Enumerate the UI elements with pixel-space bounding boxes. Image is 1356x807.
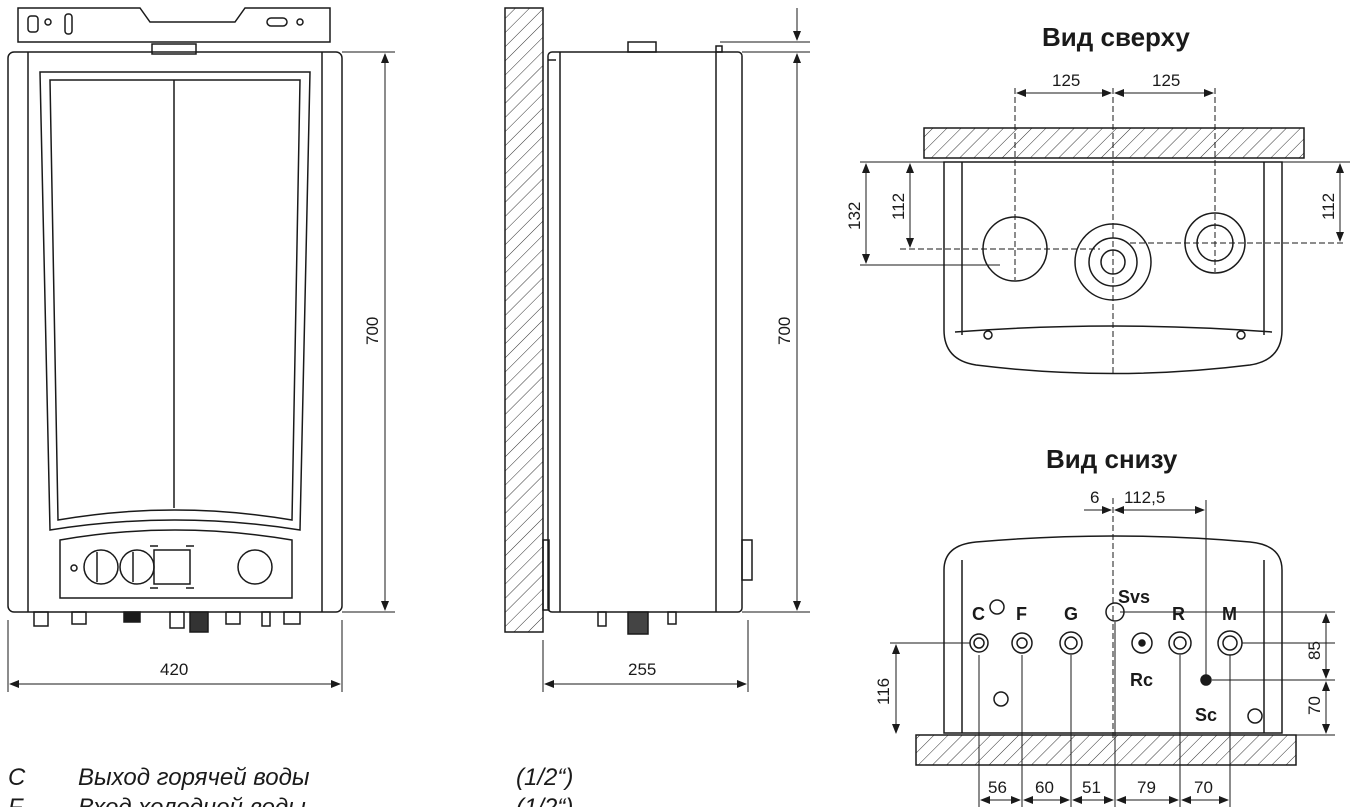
top-view-title: Вид сверху: [1042, 22, 1190, 52]
bottom-spacing-label: 79: [1137, 778, 1156, 797]
conn-label-g: G: [1064, 604, 1078, 624]
side-view: [504, 7, 753, 635]
port-rc: [1131, 632, 1153, 654]
front-dim-lines: [7, 51, 395, 692]
top-view: [900, 88, 1345, 375]
front-view: [7, 7, 343, 633]
port-g: [1059, 631, 1083, 655]
legend: C Выход горячей воды (1/2“) F Вход холод…: [8, 764, 573, 807]
bottom-left-height-label: 116: [874, 678, 893, 705]
legend-label: Вход холодной воды: [78, 794, 306, 807]
bottom-lower-right-label: 70: [1305, 696, 1324, 715]
port-r: [1168, 631, 1192, 655]
top-left-offset-label: 125: [1052, 71, 1080, 90]
bottom-right-offset-label: 112,5: [1124, 488, 1165, 507]
port-sc: [1200, 674, 1212, 686]
conn-label-f: F: [1016, 604, 1027, 624]
legend-code: C: [8, 764, 26, 791]
top-right-depth-label: 112: [1319, 193, 1338, 220]
port-f: [1011, 632, 1033, 654]
side-dim-lines: [542, 8, 810, 692]
bottom-spacing-label: 56: [988, 778, 1007, 797]
port-c: [969, 633, 989, 653]
conn-label-c: C: [972, 604, 985, 624]
bottom-view: [915, 498, 1297, 766]
side-height-label: 700: [775, 317, 794, 345]
top-right-offset-label: 125: [1152, 71, 1180, 90]
front-width-label: 420: [160, 660, 188, 679]
conn-label-sc: Sc: [1195, 705, 1217, 725]
front-height-label: 700: [363, 317, 382, 345]
port-m: [1217, 630, 1243, 656]
top-left-outer-depth-label: 132: [845, 202, 864, 230]
conn-label-m: M: [1222, 604, 1237, 624]
bottom-dim-lines: [890, 500, 1335, 807]
conn-label-r: R: [1172, 604, 1185, 624]
bottom-spacing-label: 60: [1035, 778, 1054, 797]
top-dim-lines: [860, 89, 1350, 266]
conn-label-rc: Rc: [1130, 670, 1153, 690]
conn-label-svs: Svs: [1118, 587, 1150, 607]
bottom-spacing-label: 51: [1082, 778, 1101, 797]
legend-size: (1/2“): [516, 764, 573, 791]
top-left-inner-depth-label: 112: [889, 193, 908, 220]
bottom-view-title: Вид снизу: [1046, 444, 1178, 474]
legend-label: Выход горячей воды: [78, 764, 310, 791]
bottom-upper-right-label: 85: [1305, 641, 1324, 660]
side-depth-label: 255: [628, 660, 656, 679]
legend-code: F: [8, 794, 24, 807]
legend-size: (1/2“): [516, 794, 573, 807]
bottom-center-offset-label: 6: [1090, 488, 1099, 507]
bottom-spacing-label: 70: [1194, 778, 1213, 797]
